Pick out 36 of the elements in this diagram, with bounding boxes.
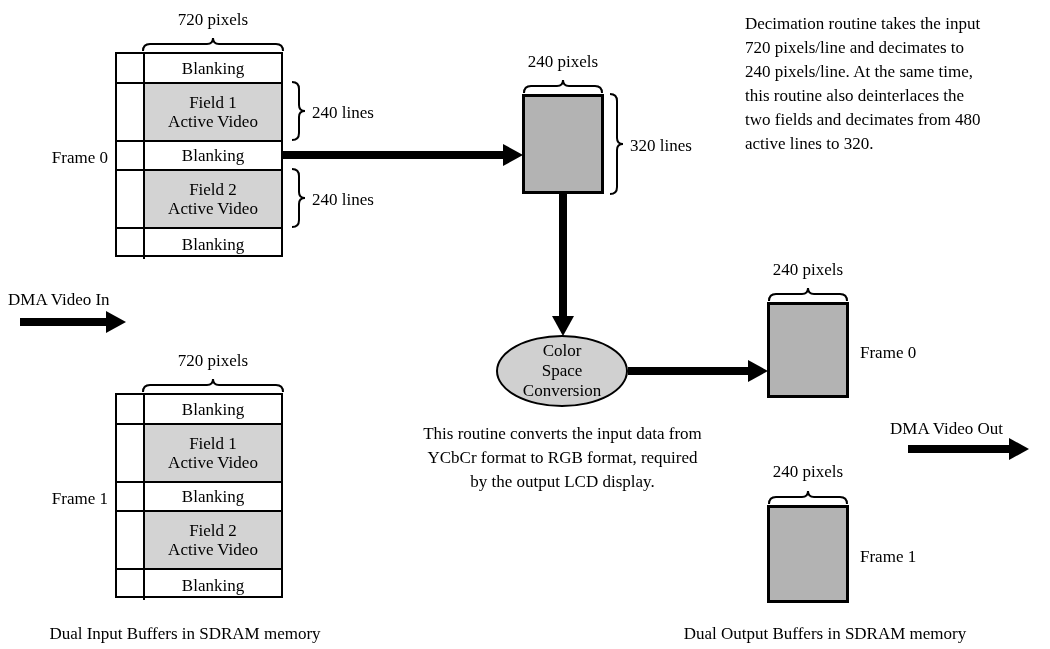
buffer-row: Blanking	[145, 229, 281, 259]
margin-cell	[117, 142, 145, 171]
frame-label: Frame 0	[50, 147, 108, 169]
frame-label: Frame 1	[860, 546, 918, 568]
margin-cell	[117, 483, 145, 512]
dimension-label: 240 lines	[312, 102, 375, 124]
dimension-label: 720 pixels	[176, 350, 250, 372]
buffer-row: Field 1 Active Video	[145, 84, 281, 142]
margin-cell	[117, 395, 145, 425]
arrow	[552, 194, 574, 336]
caption-text: Dual Input Buffers in SDRAM memory	[48, 623, 322, 645]
frame-label: Frame 1	[50, 488, 108, 510]
buffer-row: Field 1 Active Video	[145, 425, 281, 483]
note-text: This routine converts the input data from YCbCr format to RGB format, required by the output LCD display.	[422, 423, 703, 493]
dimension-label: 240 pixels	[526, 51, 600, 73]
frame-buffer-box	[767, 302, 849, 398]
dimension-label: 240 pixels	[771, 259, 845, 281]
buffer-row: Field 2 Active Video	[145, 171, 281, 229]
caption-text: Dual Output Buffers in SDRAM memory	[682, 623, 968, 645]
process-ellipse: Color Space Conversion	[496, 335, 628, 407]
buffer-table	[115, 52, 283, 257]
dimension-label: 720 pixels	[176, 9, 250, 31]
frame-buffer-box	[767, 505, 849, 603]
dimension-label: 240 pixels	[771, 461, 845, 483]
buffer-row: Field 2 Active Video	[145, 512, 281, 570]
arrow	[628, 360, 768, 382]
buffer-row: Blanking	[145, 570, 281, 600]
buffer-table	[115, 393, 283, 598]
dimension-label: 240 lines	[312, 189, 375, 211]
frame-label: Frame 0	[860, 342, 918, 364]
dma-label: DMA Video Out	[890, 418, 1004, 440]
margin-cell	[117, 54, 145, 84]
dimension-label: 320 lines	[630, 135, 693, 157]
frame-buffer-box	[522, 94, 604, 194]
note-text: Decimation routine takes the input 720 pixels/line and decimates to 240 pixels/line. At the same time, this routine also deinterlaces the two fields and decimates from 480 active lines to 320.	[745, 13, 982, 155]
dma-label: DMA Video In	[8, 289, 111, 311]
